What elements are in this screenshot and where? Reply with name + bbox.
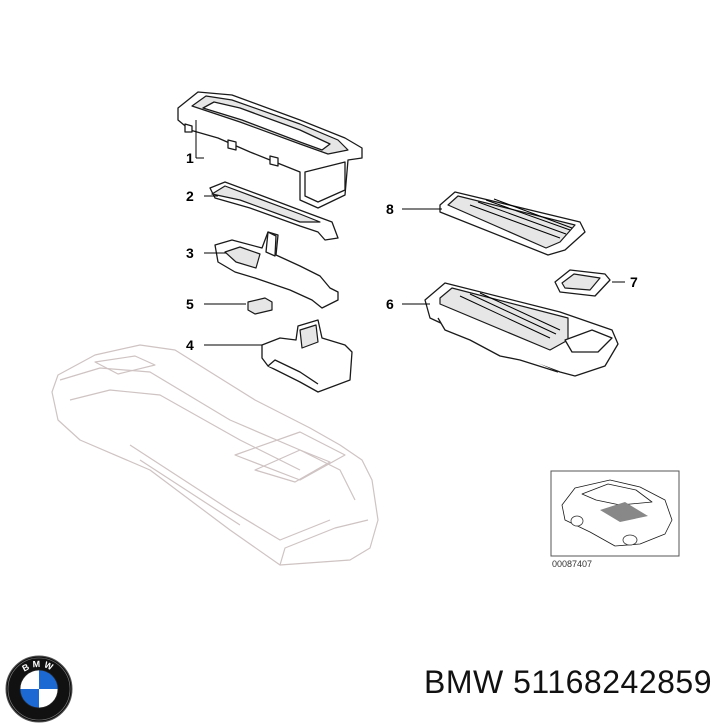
callout-1: 1 — [186, 150, 194, 166]
logo-letters: BMW — [20, 659, 54, 674]
callout-2: 2 — [186, 188, 194, 204]
part-8-grille-lid — [439, 191, 586, 256]
callout-5: 5 — [186, 296, 194, 312]
callout-8: 8 — [386, 201, 394, 217]
callout-7: 7 — [630, 274, 638, 290]
callout-6: 6 — [386, 296, 394, 312]
svg-text:BMW: BMW — [20, 659, 57, 674]
part-3-bracket — [214, 231, 339, 309]
part-2-cover-strip — [209, 181, 339, 241]
vehicle-thumbnail: 00087407 — [550, 470, 680, 569]
part-number: 51168242859 — [513, 664, 712, 700]
part-5-small-block — [247, 297, 273, 315]
part-number-caption: BMW 51168242859 — [424, 664, 712, 701]
thumbnail-code: 00087407 — [552, 559, 592, 569]
part-6-tray — [424, 282, 619, 377]
callout-labels: 1 2 3 4 5 6 7 8 — [186, 150, 638, 353]
center-console-outline — [51, 344, 379, 566]
part-4-side-panel — [261, 319, 353, 393]
callout-4: 4 — [186, 337, 194, 353]
part-7-insert — [554, 269, 611, 297]
bmw-logo: BMW — [5, 655, 73, 723]
part-1-tray-frame — [177, 91, 363, 209]
brand-name: BMW — [424, 664, 504, 700]
callout-3: 3 — [186, 245, 194, 261]
leader-lines — [195, 120, 625, 346]
